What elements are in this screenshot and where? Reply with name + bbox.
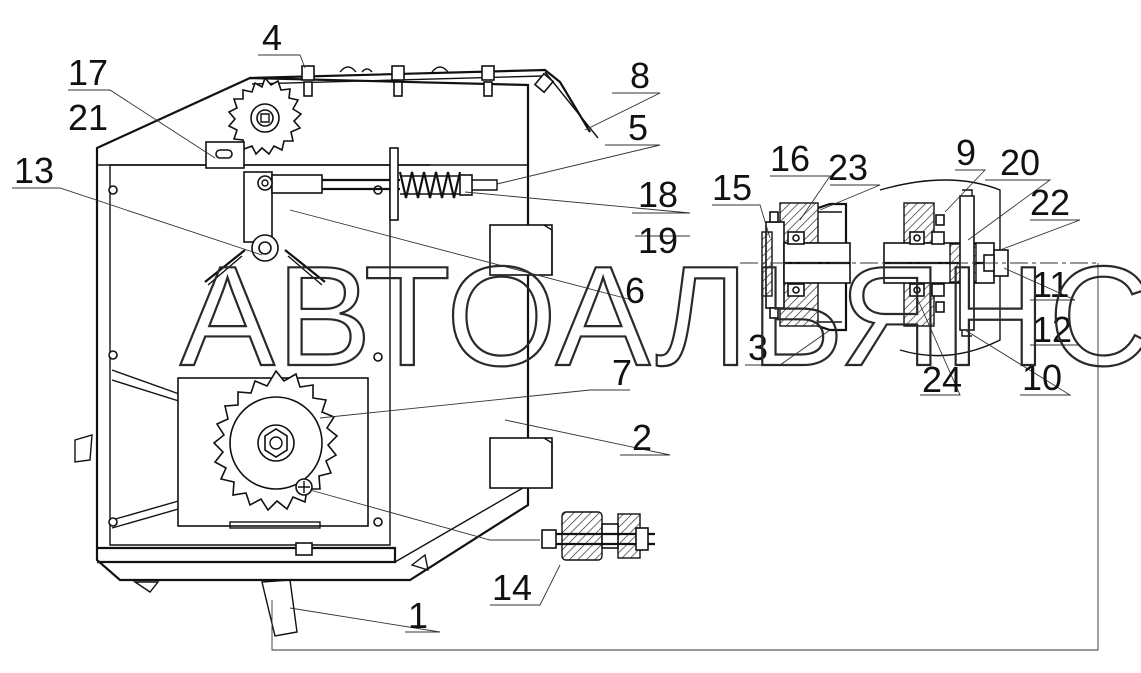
callout-12: 12 (1032, 309, 1072, 350)
callout-1: 1 (408, 595, 428, 636)
callout-24: 24 (922, 359, 962, 400)
callout-20: 20 (1000, 142, 1040, 183)
callout-23: 23 (828, 147, 868, 188)
tensioner-assembly (204, 147, 498, 286)
callout-17: 17 (68, 52, 108, 93)
upper-sprocket (227, 76, 303, 156)
callout-21: 21 (68, 97, 108, 138)
callout-10: 10 (1022, 357, 1062, 398)
cover-bolts (301, 65, 495, 97)
callout-22: 22 (1030, 182, 1070, 223)
callout-4: 4 (262, 17, 282, 58)
callout-2: 2 (632, 417, 652, 458)
callout-5: 5 (628, 107, 648, 148)
main-sprocket (212, 369, 339, 512)
callout-11: 11 (1032, 264, 1069, 305)
callout-18: 18 (638, 174, 678, 215)
compression-spring (398, 171, 462, 199)
callout-3: 3 (748, 327, 768, 368)
top-cover-plate (249, 65, 599, 139)
callout-16: 16 (770, 138, 810, 179)
main-housing (74, 76, 530, 637)
tensioner-bracket (205, 141, 245, 169)
callout-14: 14 (492, 567, 532, 608)
callout-13: 13 (14, 150, 54, 191)
mounting-pads (489, 224, 553, 489)
centerlines (271, 262, 1100, 651)
callout-19: 19 (638, 220, 678, 261)
callout-8: 8 (630, 55, 650, 96)
callout-7: 7 (612, 352, 632, 393)
callout-labels: 1 2 3 4 5 6 7 8 9 10 11 12 13 14 15 16 1… (14, 17, 1072, 636)
callout-9: 9 (956, 132, 976, 173)
hub-bearings (769, 211, 805, 319)
watermark-text: АВТОАЛЬЯНС (180, 237, 1141, 396)
leader-lines (12, 54, 1081, 633)
drive-bearings (909, 214, 945, 313)
callout-15: 15 (712, 167, 752, 208)
callout-6: 6 (625, 270, 645, 311)
bolt-detail (541, 511, 655, 561)
